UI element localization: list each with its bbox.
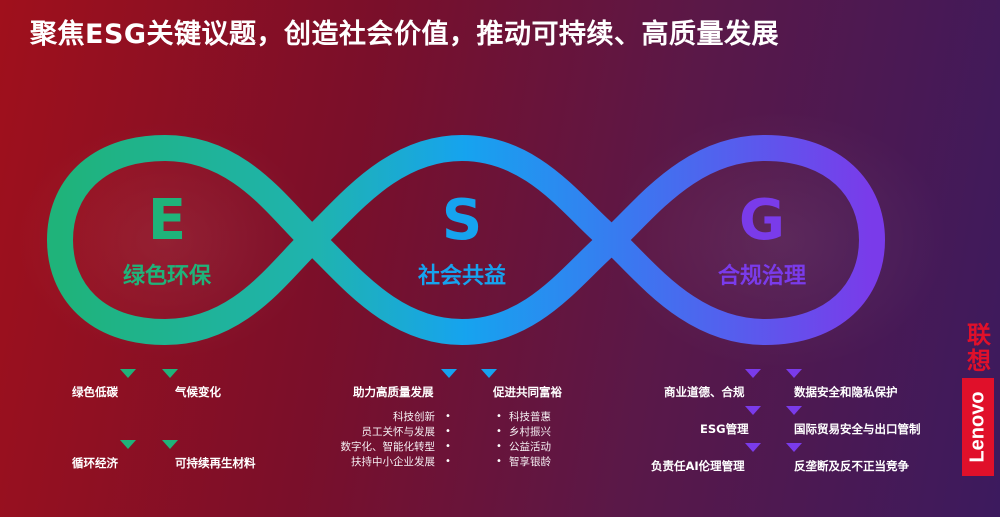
triangle-marker-icon [786, 406, 802, 415]
g-right-item: 反垄断及反不正当竞争 [794, 459, 909, 473]
logo-red-box: Lenovo [962, 378, 994, 476]
e-item: 循环经济 [72, 456, 118, 470]
s-right-sub: 公益活动 [509, 441, 551, 453]
pillar-name-e: 绿色环保 [122, 264, 211, 289]
s-item: 助力高质量发展 [353, 385, 434, 399]
logo-chinese-name: 联想 [967, 321, 991, 375]
triangle-marker-icon [745, 406, 761, 415]
bullet-dot-icon: • [445, 426, 451, 437]
triangle-marker-icon [162, 369, 178, 378]
bullet-dot-icon: • [496, 456, 502, 467]
bullet-dot-icon: • [496, 426, 502, 437]
e-item: 绿色低碳 [72, 385, 118, 399]
triangle-marker-icon [441, 369, 457, 378]
triangle-marker-icon [162, 440, 178, 449]
pillar-name-s: 社会共益 [417, 264, 506, 289]
e-item: 气候变化 [175, 385, 221, 399]
s-right-sub: 智享银龄 [509, 456, 551, 468]
pillar-name-g: 合规治理 [717, 264, 806, 289]
triangle-marker-icon [481, 369, 497, 378]
bullet-dot-icon: • [445, 456, 451, 467]
s-right-sub: 乡村振兴 [509, 426, 551, 438]
bullet-dot-icon: • [445, 441, 451, 452]
triangle-marker-icon [120, 440, 136, 449]
logo-english-name: Lenovo [966, 391, 989, 463]
g-left-item: 负责任AI伦理管理 [651, 459, 745, 473]
e-item: 可持续再生材料 [175, 456, 256, 470]
page-title: 聚焦ESG关键议题，创造社会价值，推动可持续、高质量发展 [30, 19, 780, 50]
s-left-sub: 扶持中小企业发展 [351, 456, 435, 468]
g-right-item: 数据安全和隐私保护 [794, 385, 898, 399]
s-left-sub: 数字化、智能化转型 [340, 441, 436, 453]
s-left-sub: 员工关怀与发展 [361, 426, 436, 438]
triangle-marker-icon [745, 443, 761, 452]
pillar-letter-g: G [739, 188, 785, 253]
loop-band [47, 135, 885, 345]
g-left-item: 商业道德、合规 [664, 385, 745, 399]
triangle-marker-icon [786, 369, 802, 378]
triangle-marker-icon [786, 443, 802, 452]
triangle-marker-icon [120, 369, 136, 378]
triangle-marker-icon [745, 369, 761, 378]
g-left-item: ESG管理 [700, 422, 749, 436]
s-left-sub: 科技创新 [393, 411, 435, 423]
g-right-item: 国际贸易安全与出口管制 [794, 422, 921, 436]
bullet-dot-icon: • [496, 441, 502, 452]
lenovo-logo: 联想 Lenovo [962, 322, 996, 476]
pillar-letter-e: E [147, 188, 187, 253]
s-item: 促进共同富裕 [493, 385, 562, 399]
bullet-dot-icon: • [445, 411, 451, 422]
bullet-dot-icon: • [496, 411, 502, 422]
pillar-letter-s: S [441, 188, 483, 253]
s-right-sub: 科技普惠 [509, 411, 551, 423]
